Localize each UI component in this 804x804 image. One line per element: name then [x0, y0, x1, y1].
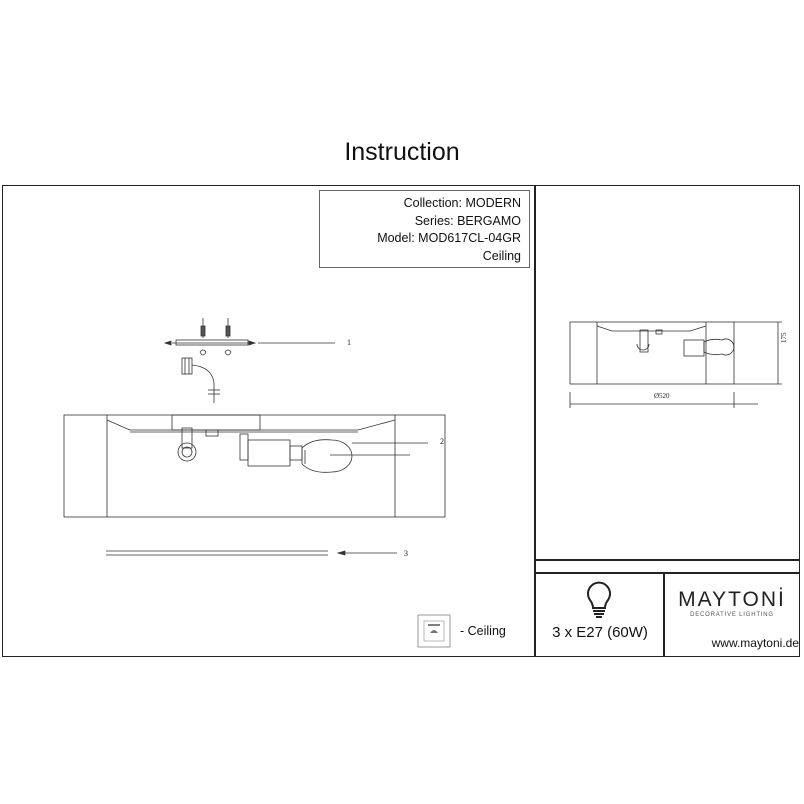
fixture-body: [63, 414, 446, 518]
legend-label: - Ceiling: [460, 624, 506, 638]
arrow-3: [336, 550, 346, 556]
product-info-box: Collection: MODERN Series: BERGAMO Model…: [319, 190, 530, 268]
dimension-height-label: 175: [780, 332, 788, 344]
frame-divider-horizontal-lower: [534, 572, 800, 574]
brand-tagline: DECORATIVE LIGHTING: [690, 612, 774, 618]
wire-connector: [181, 357, 220, 403]
callout-number-3: 3: [404, 549, 408, 558]
drawing-frame: [2, 185, 800, 657]
dimension-view: [569, 321, 782, 408]
collection-label: Collection: MODERN: [403, 196, 521, 210]
glass-shade: [106, 550, 328, 556]
mount-type-label: Ceiling: [482, 248, 521, 263]
dimension-width-label: Ø520: [654, 392, 670, 400]
frame-divider-horizontal-upper: [534, 559, 800, 561]
light-bulb-icon: [587, 581, 611, 618]
lamp-spec: 3 x E27 (60W): [552, 624, 648, 641]
callout-number-1: 1: [347, 338, 351, 347]
ceiling-mount-icon: [417, 614, 451, 648]
mounting-plate: [163, 318, 257, 356]
frame-divider-vertical: [534, 185, 536, 657]
page-title: Instruction: [344, 138, 460, 166]
model-label: Model: MOD617CL-04GR: [377, 231, 521, 245]
website-link[interactable]: www.maytoni.de: [711, 636, 799, 650]
series-label: Series: BERGAMO: [414, 213, 521, 228]
callout-number-2: 2: [440, 437, 444, 446]
footer-divider-vertical: [663, 572, 665, 657]
brand-logo: MAYTONİ: [678, 588, 786, 611]
